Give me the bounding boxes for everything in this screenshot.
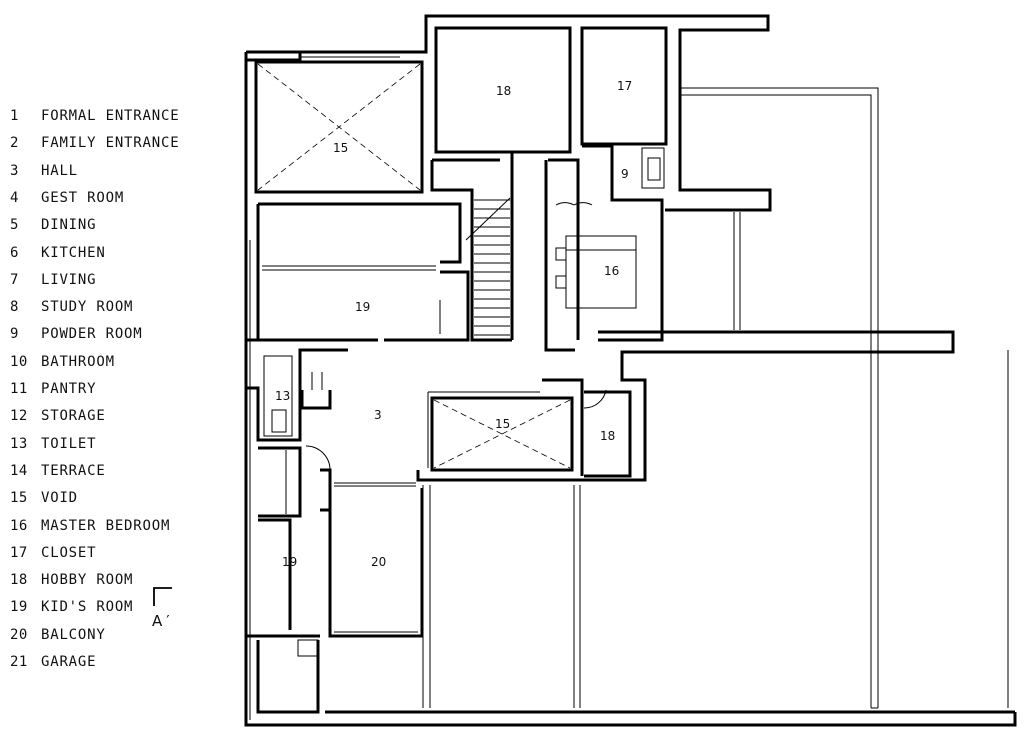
- outer-walls: [244, 14, 1017, 727]
- legend-name: TOILET: [41, 435, 97, 452]
- hobby-room-right: 18: [583, 389, 632, 478]
- room-label-master: 16: [604, 264, 619, 278]
- room-label-kids-lower: 19: [282, 555, 297, 569]
- legend-name: HOBBY ROOM: [41, 572, 134, 589]
- kids-room-lower: 19: [246, 450, 320, 638]
- legend-number: 18: [10, 572, 28, 589]
- legend-name: GARAGE: [41, 654, 97, 670]
- room-label-powder: 9: [621, 167, 629, 181]
- legend-name: BALCONY: [41, 626, 106, 643]
- room-label-hobby-right: 18: [600, 429, 615, 443]
- legend-number: 8: [10, 299, 19, 316]
- legend-number: 16: [10, 517, 28, 534]
- legend-name: KITCHEN: [41, 244, 106, 261]
- legend-number: 9: [10, 326, 19, 343]
- legend-number: 7: [10, 271, 19, 288]
- right-frame: [325, 87, 1015, 714]
- legend-number: 3: [10, 162, 19, 179]
- legend-name: FORMAL ENTRANCE: [41, 108, 180, 124]
- section-marker-icon: [153, 587, 172, 606]
- legend-number: 12: [10, 408, 28, 425]
- legend-name: KID'S ROOM: [41, 599, 134, 616]
- legend-name: HALL: [41, 162, 78, 179]
- legend-number: 15: [10, 490, 28, 507]
- legend-number: 14: [10, 462, 28, 479]
- section-letter: A: [152, 612, 163, 630]
- room-label-hobby-top: 18: [496, 84, 511, 98]
- hall-area: 13 3: [246, 338, 416, 518]
- legend-number: 19: [10, 599, 28, 616]
- room-label-void-center: 15: [495, 417, 510, 431]
- room-label-toilet: 13: [275, 389, 290, 403]
- legend-name: VOID: [41, 490, 78, 507]
- legend-name: GEST ROOM: [41, 189, 125, 206]
- legend-name: POWDER ROOM: [41, 326, 143, 343]
- room-label-closet: 17: [617, 79, 632, 93]
- room-label-kids-upper: 19: [355, 300, 370, 314]
- void-room-center: 15: [427, 378, 584, 476]
- bottom-closet: [249, 240, 320, 720]
- legend-name: FAMILY ENTRANCE: [41, 135, 180, 152]
- section-marker-label: A′: [152, 612, 170, 630]
- legend-number: 6: [10, 244, 19, 261]
- legend-number: 1: [10, 108, 19, 124]
- legend-name: STORAGE: [41, 408, 106, 425]
- kids-room-upper: 19: [256, 202, 470, 342]
- legend-number: 13: [10, 435, 28, 452]
- legend-number: 4: [10, 189, 19, 206]
- legend-number: 20: [10, 626, 28, 643]
- closet-room: 17: [580, 26, 668, 146]
- legend-number: 10: [10, 353, 28, 370]
- room-label-hall: 3: [374, 408, 382, 422]
- legend-name: PANTRY: [41, 381, 97, 397]
- balcony: 20: [328, 488, 424, 638]
- legend-number: 11: [10, 381, 28, 397]
- legend-name: LIVING: [41, 271, 97, 288]
- legend-number: 5: [10, 217, 19, 234]
- section-prime: ′: [166, 612, 170, 630]
- master-suite: 9 16: [512, 144, 665, 352]
- room-label-void-top: 15: [333, 141, 348, 155]
- legend-name: BATHROOM: [41, 353, 115, 370]
- legend-name: DINING: [41, 217, 97, 234]
- legend-name: TERRACE: [41, 462, 106, 479]
- legend-name: CLOSET: [41, 544, 97, 561]
- legend-number: 17: [10, 544, 28, 561]
- legend-name: STUDY ROOM: [41, 299, 134, 316]
- room-label-balcony: 20: [371, 555, 386, 569]
- legend-name: MASTER BEDROOM: [41, 517, 171, 534]
- legend-number: 21: [10, 654, 28, 670]
- stair: [430, 152, 514, 342]
- void-room-top: 15: [254, 60, 424, 194]
- hobby-room-top: 18: [434, 26, 572, 154]
- legend-number: 2: [10, 135, 19, 152]
